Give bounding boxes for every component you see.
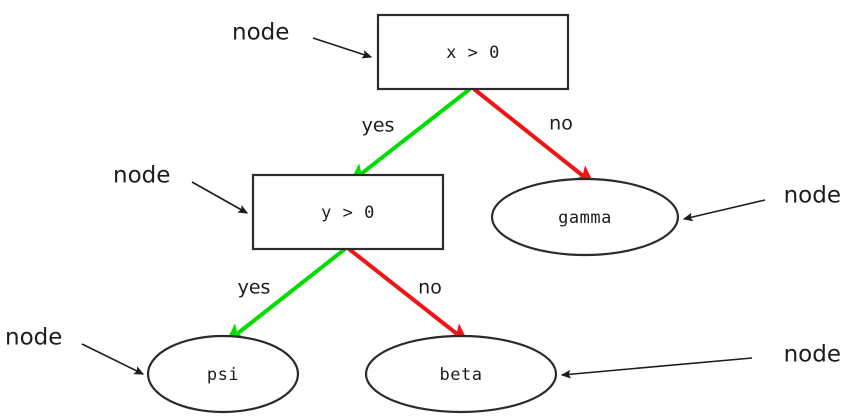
edge-root-yes-line — [349, 87, 472, 184]
edges-layer: yes no yes no — [225, 87, 595, 344]
edge-second-yes-line — [225, 247, 347, 344]
node-psi[interactable]: psi — [146, 334, 300, 414]
edge-root-yes[interactable]: yes — [349, 87, 472, 184]
edge-root-no[interactable]: no — [472, 87, 595, 186]
node-second-shape — [251, 173, 445, 251]
node-root-label: x > 0 — [446, 43, 500, 63]
node-psi-label: psi — [207, 365, 239, 385]
edge-label-second-yes: yes — [238, 277, 271, 299]
node-gamma-shape — [490, 177, 680, 257]
node-beta[interactable]: beta — [364, 334, 558, 414]
annotation-pointer-psi — [81, 343, 145, 375]
annotation-node-gamma[interactable]: node — [682, 183, 841, 222]
annotation-label-root: node — [232, 20, 289, 46]
edge-second-no[interactable]: no — [347, 247, 469, 344]
node-beta-label: beta — [440, 365, 483, 385]
edge-label-root-no: no — [549, 113, 573, 135]
annotation-label-psi: node — [5, 325, 62, 351]
node-second[interactable]: y > 0 — [251, 173, 445, 251]
node-beta-shape — [364, 334, 558, 414]
annotation-label-second: node — [113, 163, 170, 189]
node-second-label: y > 0 — [321, 203, 375, 223]
edge-root-no-line — [472, 87, 595, 186]
annotation-pointer-root — [312, 37, 373, 59]
annotation-pointer-gamma — [682, 199, 766, 222]
node-psi-shape — [146, 334, 300, 414]
node-root[interactable]: x > 0 — [376, 13, 570, 91]
node-root-shape — [376, 13, 570, 91]
edge-label-root-yes: yes — [362, 115, 395, 137]
annotations-layer: node node node node node — [5, 20, 841, 379]
edge-second-no-line — [347, 247, 469, 344]
node-gamma[interactable]: gamma — [490, 177, 680, 257]
node-gamma-label: gamma — [558, 208, 612, 228]
annotation-pointer-beta — [560, 357, 753, 379]
nodes-layer: x > 0 y > 0 gamma psi beta — [146, 13, 680, 414]
annotation-label-beta: node — [784, 342, 841, 368]
annotation-label-gamma: node — [784, 183, 841, 209]
annotation-node-second[interactable]: node — [113, 163, 249, 214]
annotation-node-psi[interactable]: node — [5, 325, 145, 375]
annotation-node-root[interactable]: node — [232, 20, 373, 59]
annotation-pointer-second — [191, 181, 249, 214]
edge-label-second-no: no — [418, 277, 442, 299]
edge-second-yes[interactable]: yes — [225, 247, 347, 344]
annotation-node-beta[interactable]: node — [560, 342, 841, 379]
